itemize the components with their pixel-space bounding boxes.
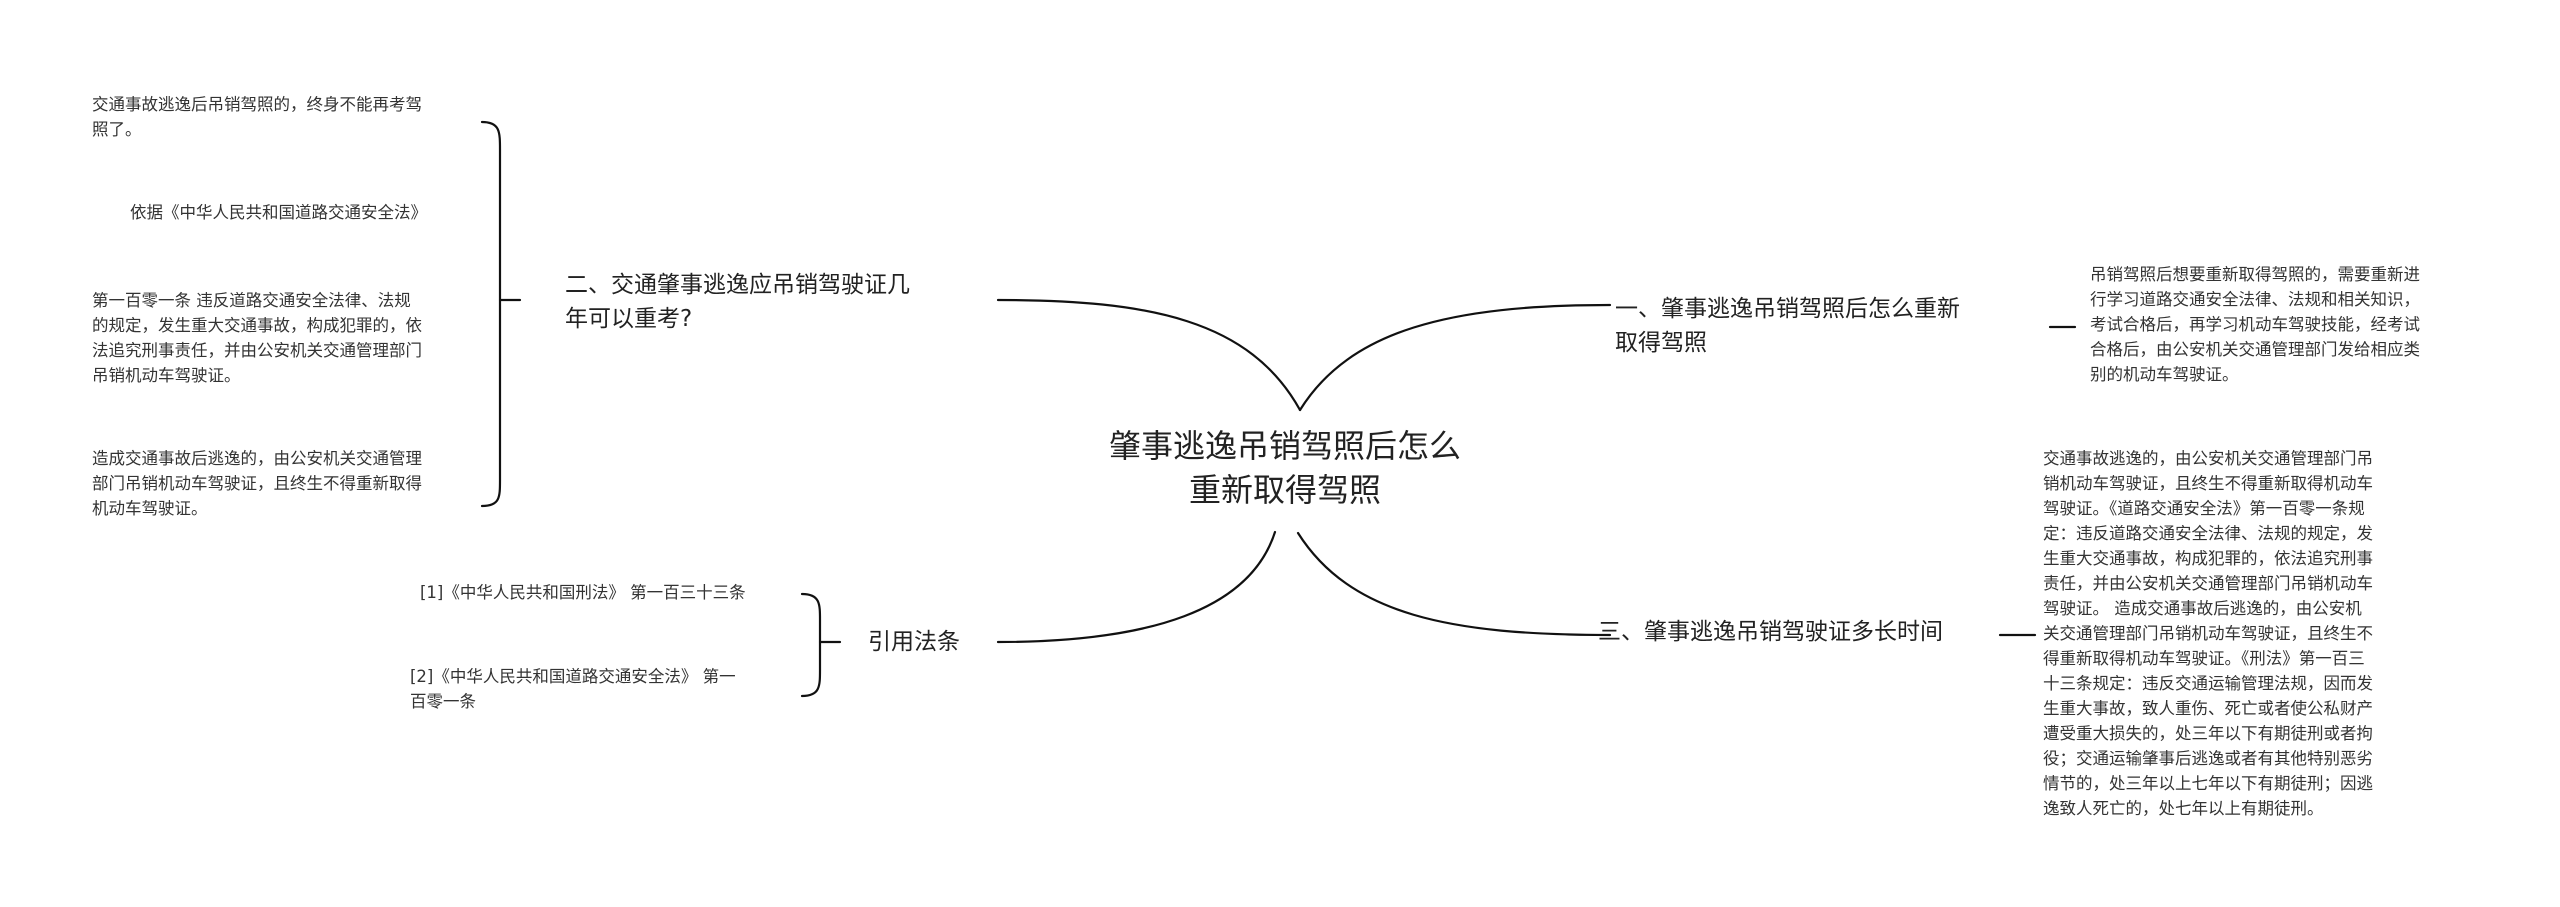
branch-3-leaf-1[interactable]: 交通事故逃逸的，由公安机关交通管理部门吊 销机动车驾驶证，且终生不得重新取得机动…: [2043, 449, 2373, 818]
link-root-branch-ref: [996, 530, 1277, 644]
branch-2-leaf-4[interactable]: 造成交通事故后逃逸的，由公安机关交通管理 部门吊销机动车驾驶证，且终生不得重新取…: [92, 449, 422, 518]
branch-ref-topic[interactable]: 引用法条: [868, 629, 960, 655]
branch-2-leaf-3[interactable]: 第一百零一条 违反道路交通安全法律、法规 的规定，发生重大交通事故，构成犯罪的，…: [92, 291, 422, 385]
link-root-branch-1: [1298, 303, 1612, 412]
bracket-branch-ref: [800, 592, 822, 698]
branch-2-topic[interactable]: 二、交通肇事逃逸应吊销驾驶证几 年可以重考?: [565, 272, 910, 332]
branch-1-leaf-1[interactable]: 吊销驾照后想要重新取得驾照的，需要重新进 行学习道路交通安全法律、法规和相关知识…: [2090, 265, 2420, 384]
branch-3-topic[interactable]: 三、肇事逃逸吊销驾驶证多长时间: [1598, 619, 1943, 645]
branch-2-leaf-2[interactable]: 依据《中华人民共和国道路交通安全法》: [130, 203, 427, 222]
link-root-branch-3: [1296, 531, 1612, 637]
bracket-branch-2: [480, 120, 502, 508]
branch-1-topic[interactable]: 一、肇事逃逸吊销驾照后怎么重新 取得驾照: [1615, 296, 1960, 356]
branch-2-leaf-1[interactable]: 交通事故逃逸后吊销驾照的，终身不能再考驾 照了。: [92, 95, 422, 139]
root-topic[interactable]: 肇事逃逸吊销驾照后怎么 重新取得驾照: [1108, 427, 1461, 509]
branch-ref-leaf-2[interactable]: [2]《中华人民共和国道路交通安全法》 第一 百零一条: [410, 667, 736, 711]
link-root-branch-2: [996, 298, 1302, 412]
branch-ref-leaf-1[interactable]: [1]《中华人民共和国刑法》 第一百三十三条: [420, 583, 746, 602]
